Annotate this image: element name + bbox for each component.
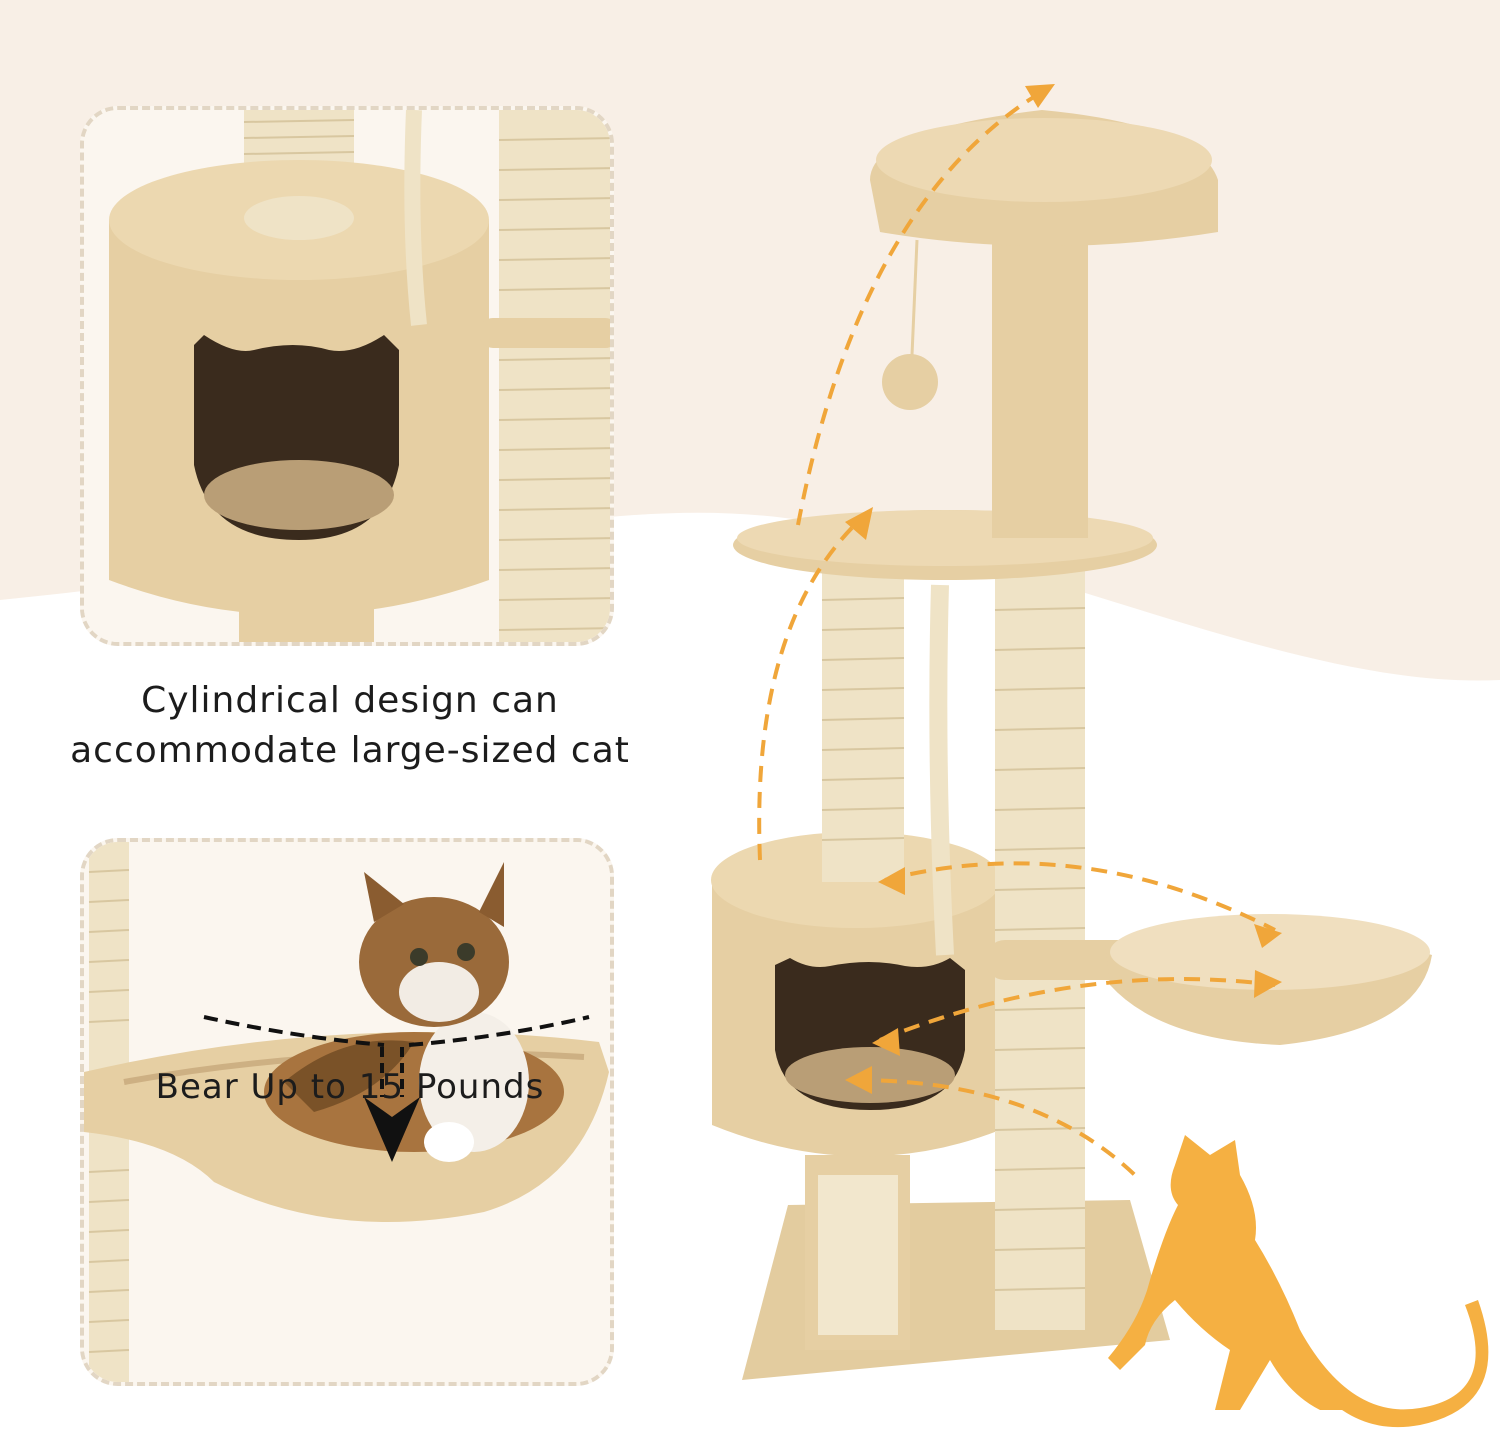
condo-closeup-image	[84, 110, 610, 642]
caption-line-2: accommodate large-sized cat	[70, 730, 630, 771]
weight-feature-caption: Bear Up to 15 Pounds	[40, 1064, 660, 1110]
hammock-closeup-image	[84, 842, 610, 1382]
condo-feature-caption: Cylindrical design can accommodate large…	[40, 676, 660, 776]
caption-line-1: Cylindrical design can	[141, 680, 559, 721]
down-arrow-icon	[364, 1047, 420, 1162]
double-arrow-icon	[757, 88, 1276, 1182]
cat-silhouette-icon	[1108, 1135, 1489, 1428]
condo-detail-panel	[80, 106, 614, 646]
hammock-detail-panel	[80, 838, 614, 1386]
caption-text: Bear Up to 15 Pounds	[155, 1067, 545, 1107]
